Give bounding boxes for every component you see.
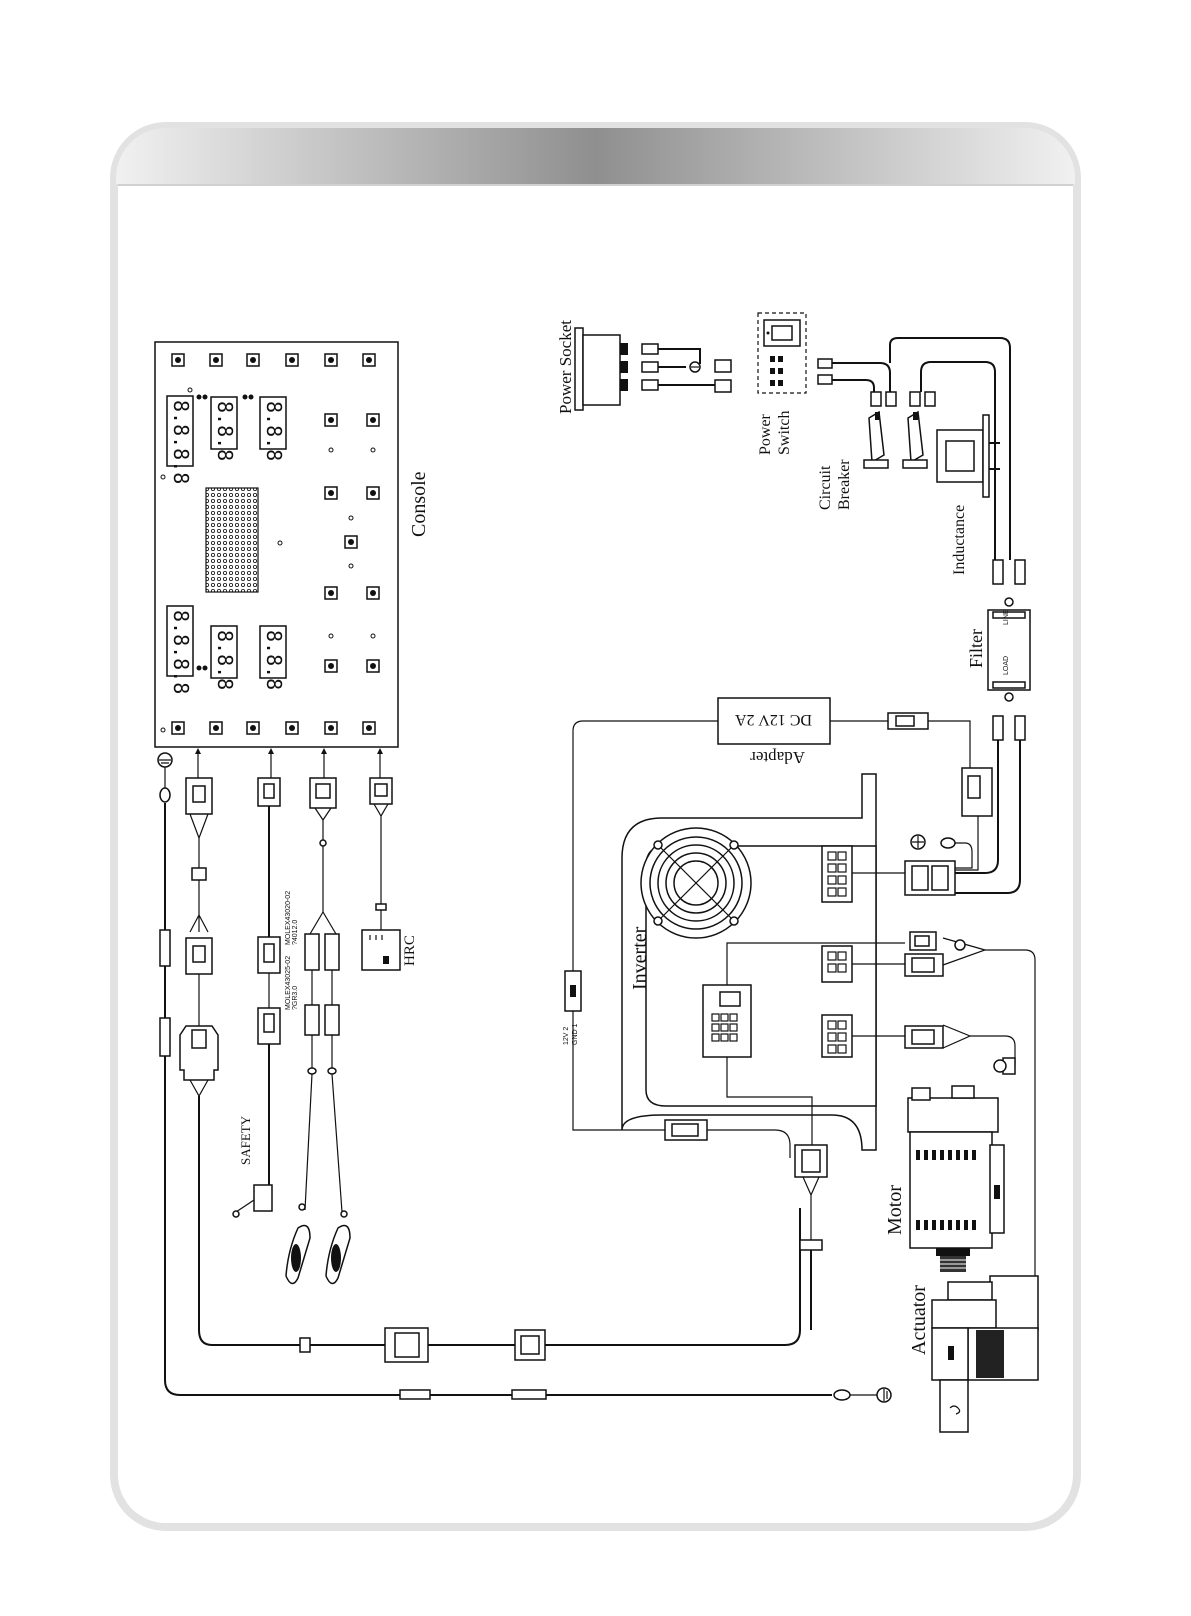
motor-label: Motor <box>884 1185 906 1235</box>
filter-label: Filter <box>966 629 986 668</box>
console-display-top-right: 8.8.8 <box>260 397 286 461</box>
main-harness-connector <box>385 1328 428 1362</box>
actuator-label: Actuator <box>908 1285 930 1355</box>
power-socket <box>575 328 628 410</box>
circuit-breaker-label-1: Circuit <box>817 465 834 510</box>
circuit-breaker-label-2: Breaker <box>836 459 853 510</box>
console-display-top-left: 8.8.8.8 <box>167 396 193 484</box>
hrc-label: HRC <box>402 935 418 966</box>
inductance-label: Inductance <box>951 505 968 575</box>
adapter-label: Adapter <box>750 748 805 767</box>
console-display-bottom-right: 8.8.8 <box>260 626 286 690</box>
svg-text:8.8.8: 8.8.8 <box>213 401 237 461</box>
console-display-bottom-left: 8.8.8.8 <box>167 606 193 694</box>
svg-text:8.8.8: 8.8.8 <box>262 630 286 690</box>
inverter-label: Inverter <box>629 926 651 990</box>
power-switch-label-1: Power <box>757 413 774 455</box>
adapter-connector <box>962 768 992 816</box>
console-display-bottom-mid: 8.8.8 <box>211 626 237 690</box>
motor <box>908 1086 1004 1272</box>
fan-icon <box>641 828 751 938</box>
svg-text:8.8.8.8: 8.8.8.8 <box>169 610 193 694</box>
svg-text:8.8.8.8: 8.8.8.8 <box>169 400 193 484</box>
adapter: DC 12V 2A <box>718 698 830 744</box>
hrc-receiver <box>362 930 400 970</box>
power-switch-label-2: Switch <box>776 411 793 455</box>
svg-text:8.8.8: 8.8.8 <box>262 401 286 461</box>
inverter <box>622 774 876 1150</box>
svg-text:8.8.8: 8.8.8 <box>213 630 237 690</box>
svg-text:LINE: LINE <box>1003 609 1010 625</box>
power-socket-label: Power Socket <box>556 320 575 414</box>
safety-label: SAFETY <box>238 1115 253 1165</box>
console-dot-matrix <box>206 488 258 592</box>
svg-text:LOAD: LOAD <box>1003 656 1010 675</box>
adapter-rating: DC 12V 2A <box>735 711 812 728</box>
inverter-pin-label-1: 12V 2 <box>563 1027 570 1045</box>
header-band <box>110 122 1081 184</box>
console-display-top-mid: 8.8.8 <box>211 397 237 461</box>
console-label: Console <box>408 471 430 537</box>
console-board: 8.8.8.8 8.8.8 8.8.8 8.8.8.8 8.8.8 8.8.8 <box>155 342 398 747</box>
